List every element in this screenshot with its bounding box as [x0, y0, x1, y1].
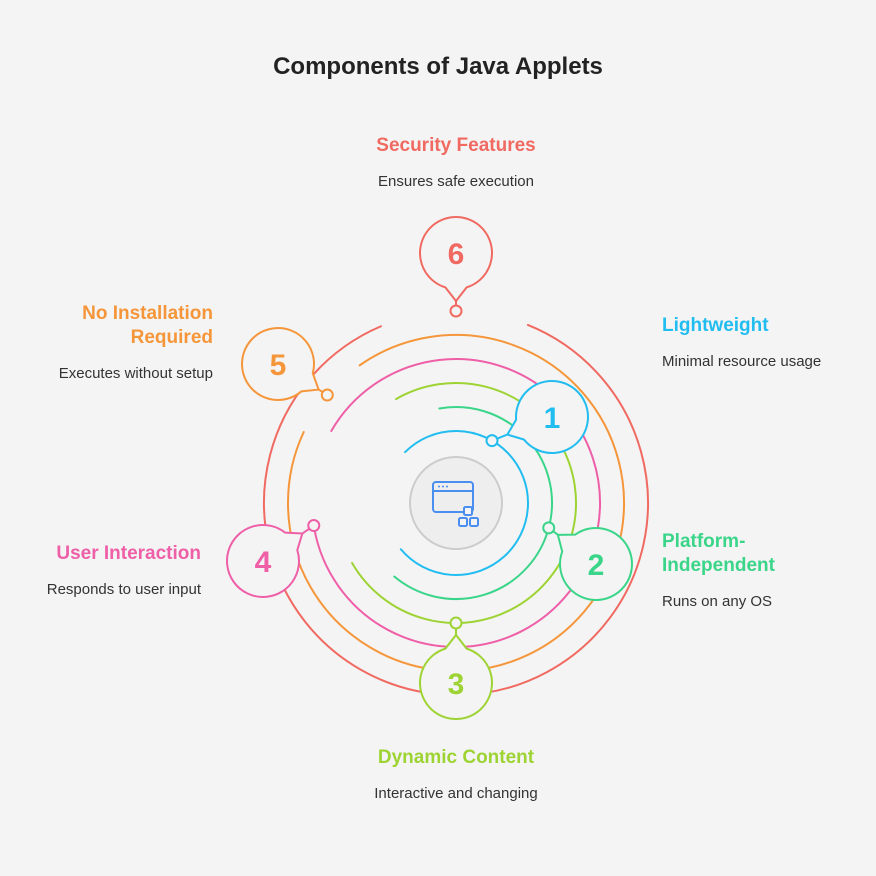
diagram-title: Components of Java Applets	[273, 53, 603, 80]
item-title-2-line-2: Independent	[662, 555, 776, 576]
number-badge-3	[419, 634, 493, 720]
item-description-3: Interactive and changing	[374, 785, 537, 802]
item-description-1: Minimal resource usage	[662, 353, 821, 370]
center-hub	[409, 456, 503, 550]
item-title-5-line-1: No Installation	[82, 303, 213, 324]
item-title-5-line-2: Required	[131, 327, 213, 348]
number-badge-6	[419, 216, 493, 302]
item-title-4-line-1: User Interaction	[56, 543, 201, 564]
number-badge-2	[556, 527, 633, 601]
applet-window-icon	[432, 481, 479, 527]
number-badges: 1 2 3 4 5 6	[226, 216, 633, 720]
badge-number-3: 3	[448, 668, 465, 701]
item-description-6: Ensures safe execution	[378, 173, 534, 190]
ring-node-3	[449, 616, 463, 630]
badge-number-5: 5	[270, 349, 287, 382]
ring-arc-1	[399, 430, 529, 577]
item-title-2-line-1: Platform-	[662, 531, 745, 552]
item-description-5: Executes without setup	[59, 365, 213, 382]
badge-number-6: 6	[448, 238, 465, 271]
item-title-1-line-1: Lightweight	[662, 315, 769, 336]
number-badge-5	[241, 327, 320, 401]
ring-node-6	[449, 304, 463, 318]
item-title-6-line-1: Security Features	[376, 135, 535, 156]
badge-number-2: 2	[588, 549, 605, 582]
item-description-4: Responds to user input	[47, 581, 202, 598]
item-description-2: Runs on any OS	[662, 593, 772, 610]
number-badge-4	[226, 524, 304, 598]
ring-node-2	[542, 521, 556, 535]
badge-number-1: 1	[544, 402, 561, 435]
ring-arc-5	[287, 334, 625, 672]
ring-node-5	[320, 388, 334, 402]
ring-node-1	[485, 434, 499, 448]
badge-number-4: 4	[255, 546, 272, 579]
item-title-3-line-1: Dynamic Content	[378, 747, 535, 768]
number-badge-1	[506, 380, 589, 454]
ring-node-4	[307, 519, 321, 533]
